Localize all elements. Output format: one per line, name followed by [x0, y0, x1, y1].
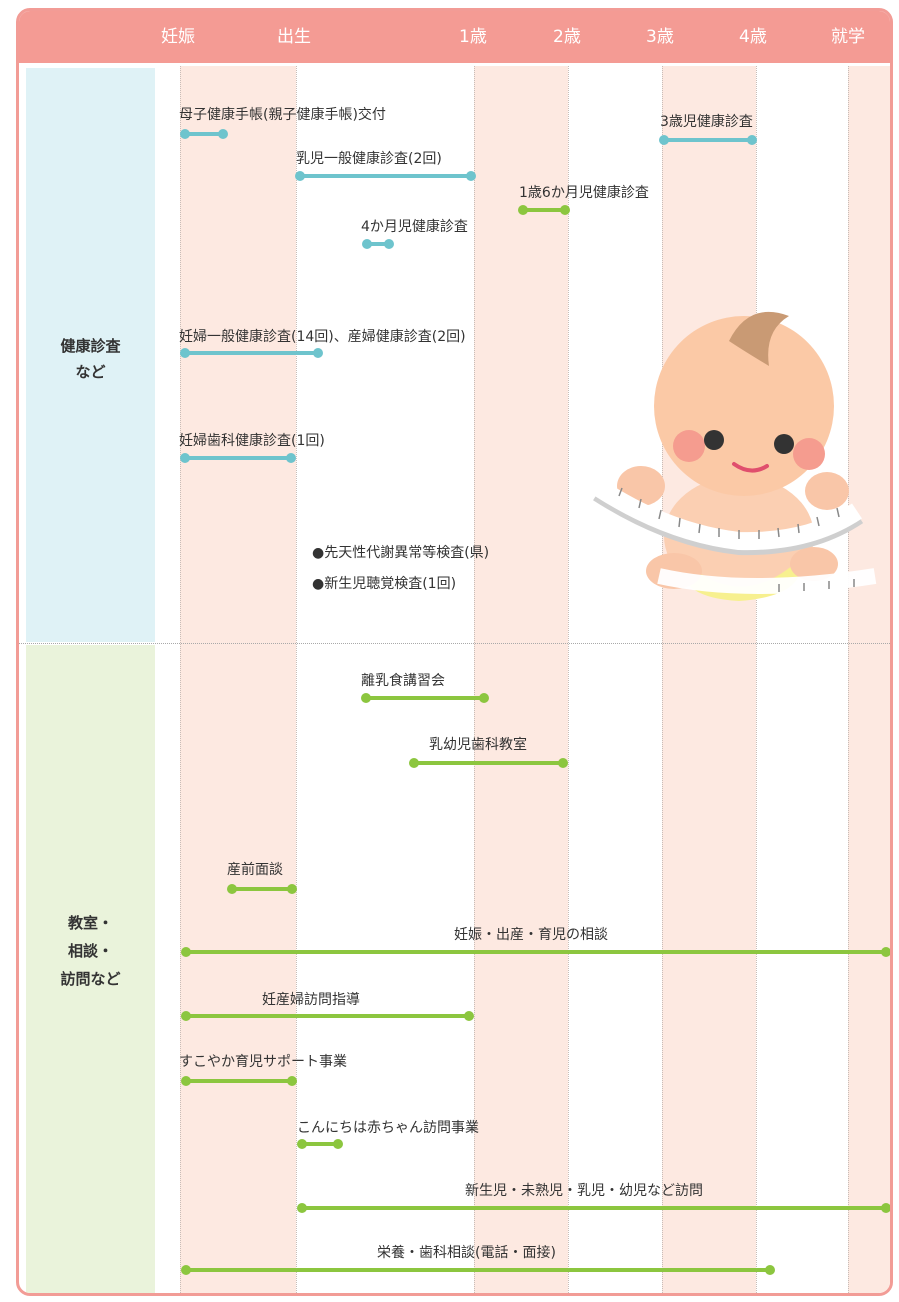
sukoyaka-bar: [181, 1076, 297, 1086]
infant-general-checkup-label: 乳児一般健康診査(2回): [296, 151, 442, 167]
weaning-class-bar: [361, 693, 489, 703]
section-services-line2: 相談・: [67, 942, 113, 960]
prenatal-interview-bar: [227, 884, 297, 894]
section-services-line1: 教室・: [67, 914, 113, 932]
nutrition-consult-bar: [181, 1265, 775, 1275]
maternal-visit-label: 妊産婦訪問指導: [262, 992, 360, 1008]
gridline: [180, 66, 181, 1293]
header-pregnancy: 妊娠: [161, 27, 195, 47]
column-school: [848, 66, 890, 1293]
maternal-visit-bar: [181, 1011, 474, 1021]
header-age2: 2歳: [553, 27, 581, 47]
four-month-checkup-bar: [362, 239, 394, 249]
eighteen-month-checkup-bar: [518, 205, 570, 215]
header-age3: 3歳: [646, 27, 674, 47]
pregnant-general-checkup-bar: [180, 348, 323, 358]
header-age1: 1歳: [459, 27, 487, 47]
baby-hair: [729, 311, 789, 366]
column-age1: [474, 66, 568, 1293]
section-checkups-line1: 健康診査: [60, 337, 121, 355]
metabolic-test-label: ●先天性代謝異常等検査(県): [312, 545, 490, 561]
section-services: 教室・ 相談・ 訪問など: [26, 645, 155, 1293]
three-year-checkup-label: 3歳児健康診査: [660, 114, 753, 130]
baby-right-leg: [790, 547, 838, 581]
newborn-visit-bar: [297, 1203, 890, 1213]
gridline: [474, 66, 475, 1293]
column-pregnancy: [180, 66, 296, 1293]
timeline-header: 妊娠 出生 1歳 2歳 3歳 4歳 就学: [19, 11, 890, 63]
weaning-class-label: 離乳食講習会: [361, 673, 445, 689]
konnichiwa-bar: [297, 1139, 343, 1149]
konnichiwa-label: こんにちは赤ちゃん訪問事業: [297, 1120, 479, 1136]
pregnant-dental-checkup-bar: [180, 453, 296, 463]
section-divider: [19, 643, 890, 644]
gridline: [848, 66, 849, 1293]
infant-general-checkup-bar: [295, 171, 476, 181]
baby-left-cheek: [673, 430, 705, 462]
section-checkups: 健康診査 など: [26, 68, 155, 642]
dental-class-label: 乳幼児歯科教室: [429, 737, 527, 753]
measuring-tape: [594, 480, 862, 551]
maternal-handbook-label: 母子健康手帳(親子健康手帳)交付: [179, 107, 386, 123]
newborn-visit-label: 新生児・未熟児・乳児・幼児など訪問: [465, 1183, 703, 1199]
baby-right-arm: [805, 472, 849, 510]
measuring-tape-ticks: [618, 487, 855, 592]
gridline: [296, 66, 297, 1293]
section-checkups-line2: など: [75, 363, 106, 381]
dental-class-bar: [409, 758, 568, 768]
baby-mouth: [732, 462, 769, 473]
sukoyaka-label: すこやか育児サポート事業: [179, 1054, 347, 1070]
baby-right-cheek: [793, 438, 825, 470]
prenatal-interview-label: 産前面談: [227, 862, 283, 878]
header-school: 就学: [831, 27, 865, 47]
baby-right-eye: [774, 434, 794, 454]
header-age4: 4歳: [739, 27, 767, 47]
pregnant-dental-checkup-label: 妊婦歯科健康診査(1回): [179, 433, 325, 449]
baby-illustration: [593, 311, 877, 601]
gridline: [756, 66, 757, 1293]
section-services-line3: 訪問など: [60, 970, 121, 988]
hearing-test-label: ●新生児聴覚検査(1回): [312, 576, 457, 592]
consultation-bar: [181, 947, 890, 957]
header-birth: 出生: [277, 27, 311, 47]
nutrition-consult-label: 栄養・歯科相談(電話・面接): [377, 1245, 556, 1261]
consultation-label: 妊娠・出産・育児の相談: [454, 927, 608, 943]
measuring-tape-end: [657, 568, 877, 594]
timeline-chart: 妊娠 出生 1歳 2歳 3歳 4歳 就学 健康診査 など 教室・ 相談・ 訪問な…: [16, 8, 893, 1296]
gridline: [568, 66, 569, 1293]
eighteen-month-checkup-label: 1歳6か月児健康診査: [519, 185, 649, 201]
three-year-checkup-bar: [659, 135, 757, 145]
four-month-checkup-label: 4か月児健康診査: [361, 219, 468, 235]
pregnant-general-checkup-label: 妊婦一般健康診査(14回)、産婦健康診査(2回): [179, 329, 466, 345]
baby-left-eye: [704, 430, 724, 450]
maternal-handbook-bar: [180, 129, 228, 139]
column-age3: [662, 66, 756, 1293]
gridline: [662, 66, 663, 1293]
